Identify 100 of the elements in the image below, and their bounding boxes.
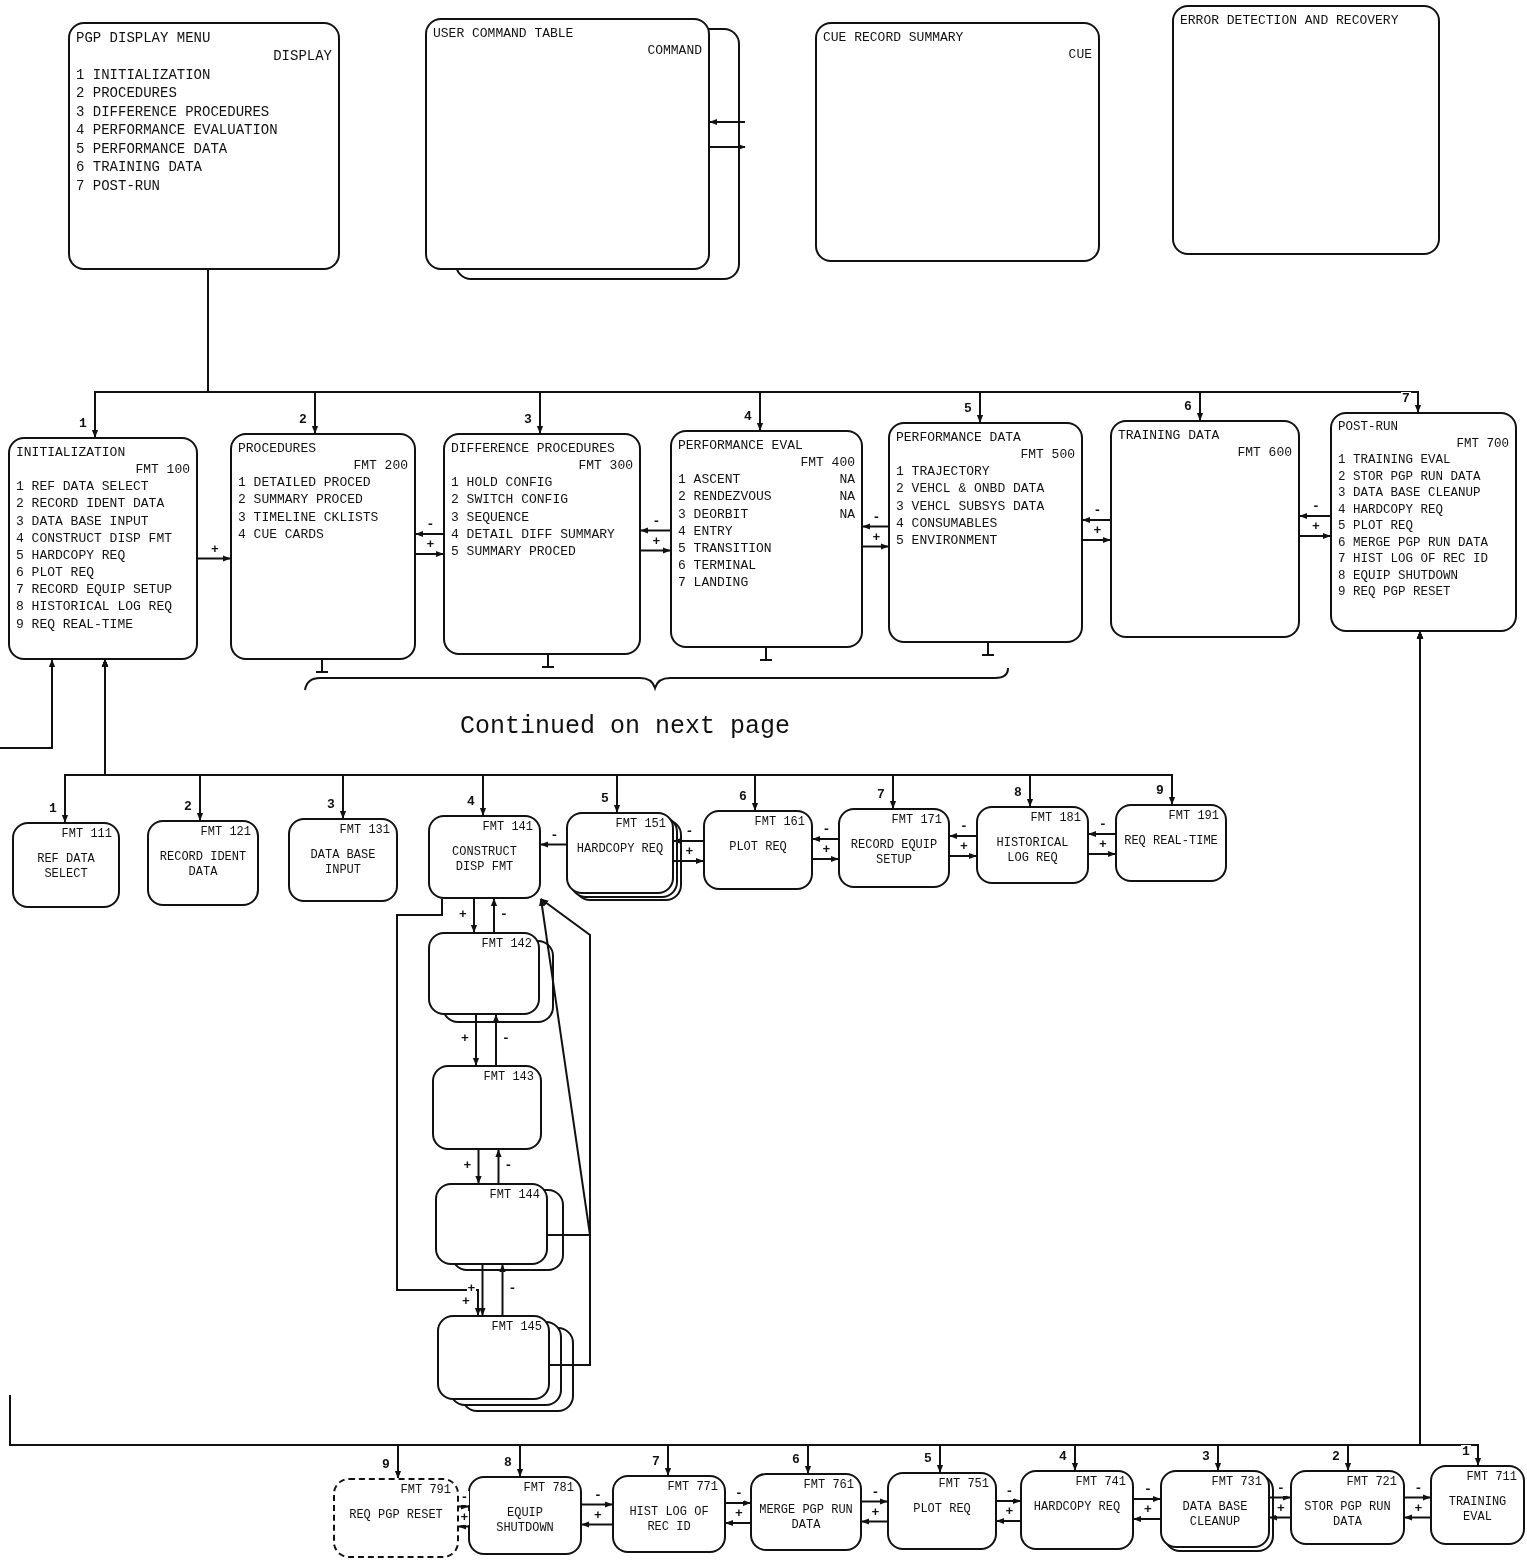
arrow [725,1519,751,1527]
screen-name: DATA BASE INPUT [309,848,377,878]
arrow [709,118,746,126]
screen-title: PERFORMANCE DATA [896,429,1022,447]
format-number: FMT 121 [199,825,251,840]
arrow [1088,850,1116,858]
menu-item: 4 CONSUMABLES [896,514,999,532]
display-box [12,822,120,908]
menu-item: 3 DEORBIT [678,505,750,523]
menu-item: 2 SWITCH CONFIG [451,491,570,509]
screen-title: ERROR DETECTION AND RECOVERY [1180,12,1400,30]
menu-item: 9 REQ REAL-TIME [16,615,135,633]
display-box [1290,1470,1405,1545]
arrow [673,857,704,865]
menu-item: 2 STOR PGP RUN DATA [1338,468,1482,485]
screen-name: TRAINING EVAL [1447,1495,1508,1525]
arrow [1299,512,1331,520]
format-number: FMT 721 [1345,1475,1397,1490]
menu-item: 4 HARDCOPY REQ [1338,501,1445,518]
display-box [1172,5,1440,255]
screen-name: HARDCOPY REQ [1032,1500,1122,1515]
arrow [499,1264,506,1316]
display-box [230,433,416,660]
display-box [428,932,540,1015]
arrow [1404,1494,1431,1501]
arrow [949,832,977,840]
screen-title: DIFFERENCE PROCEDURES [451,440,616,458]
display-box [1160,1470,1270,1548]
screen-name: DATA BASE CLEANUP [1181,1500,1249,1530]
display-box [437,1315,550,1400]
display-box [1020,1470,1134,1550]
menu-item: 6 TERMINAL [678,557,757,575]
arrow [472,1014,480,1066]
display-box [750,1473,862,1551]
display-box [703,810,813,890]
dashed-display-box [333,1478,459,1558]
arrow [812,835,839,843]
menu-item: 5 PERFORMANCE DATA [76,139,229,159]
menu-item: 3 TIMELINE CKLISTS [238,508,380,526]
menu-item: 1 TRAINING EVAL [1338,452,1452,469]
menu-item: 4 CUE CARDS [238,525,325,543]
arrow [812,855,839,863]
menu-item: 3 DATA BASE CLEANUP [1338,485,1482,502]
format-number: FMT 191 [1167,809,1219,824]
menu-item: 4 CONSTRUCT DISP FMT [16,529,174,547]
menu-item: 6 MERGE PGP RUN DATA [1338,534,1490,551]
format-number: FMT 761 [802,1478,854,1493]
format-number: CUE [1067,46,1092,64]
screen-name: STOR PGP RUN DATA [1303,1500,1392,1530]
menu-item: 4 PERFORMANCE EVALUATION [76,121,279,140]
arrow [1133,1495,1161,1503]
format-number: FMT 781 [522,1481,574,1496]
format-number: FMT 145 [490,1320,542,1335]
display-box [443,433,641,655]
screen-name: RECORD IDENT DATA [158,850,248,880]
screen-name: HIST LOG OF REC ID [628,1505,710,1535]
arrow [0,659,56,749]
arrow [709,143,746,151]
screen-name: EQUIP SHUTDOWN [495,1506,555,1536]
screen-title: CUE RECORD SUMMARY [823,29,965,47]
arrow [862,523,889,530]
display-box [1110,420,1300,638]
arrow [495,1149,502,1184]
status-text: NA [839,505,855,523]
menu-item: 5 HARDCOPY REQ [16,546,127,565]
format-number: FMT 161 [753,815,805,830]
menu-item: 1 REF DATA SELECT [16,478,150,496]
display-box [8,437,198,660]
menu-item: 1 HOLD CONFIG [451,474,554,492]
menu-item: 7 LANDING [678,574,750,592]
display-box [612,1475,726,1553]
menu-item: 4 ENTRY [678,522,734,540]
screen-name: PLOT REQ [912,1502,972,1517]
format-number: FMT 131 [338,823,390,838]
menu-item: 2 RECORD IDENT DATA [16,495,166,513]
screen-title: PROCEDURES [238,440,317,458]
format-number: FMT 100 [134,461,190,479]
arrow [1088,830,1116,838]
arrow [640,547,671,554]
menu-item: 3 DATA BASE INPUT [16,512,150,530]
menu-item: 1 ASCENT [678,471,742,489]
format-number: FMT 791 [399,1483,451,1498]
format-number: FMT 400 [799,454,855,472]
arrow [490,898,498,933]
note-text: Continued on next page [460,712,791,741]
arrow [458,1523,469,1530]
display-box [428,815,541,899]
menu-item: 7 POST-RUN [76,176,161,196]
arrow [1299,532,1331,540]
arrow [538,898,592,1236]
screen-title: INITIALIZATION [16,444,127,462]
format-number: FMT 200 [352,457,408,475]
arrow [725,1499,751,1507]
arrow [581,1501,613,1508]
format-number: DISPLAY [272,47,332,66]
format-number: FMT 151 [614,817,666,832]
display-box [887,1472,997,1550]
screen-name: MERGE PGP RUN DATA [758,1503,854,1533]
arrow [1404,1514,1431,1521]
screen-title: TRAINING DATA [1118,427,1221,445]
